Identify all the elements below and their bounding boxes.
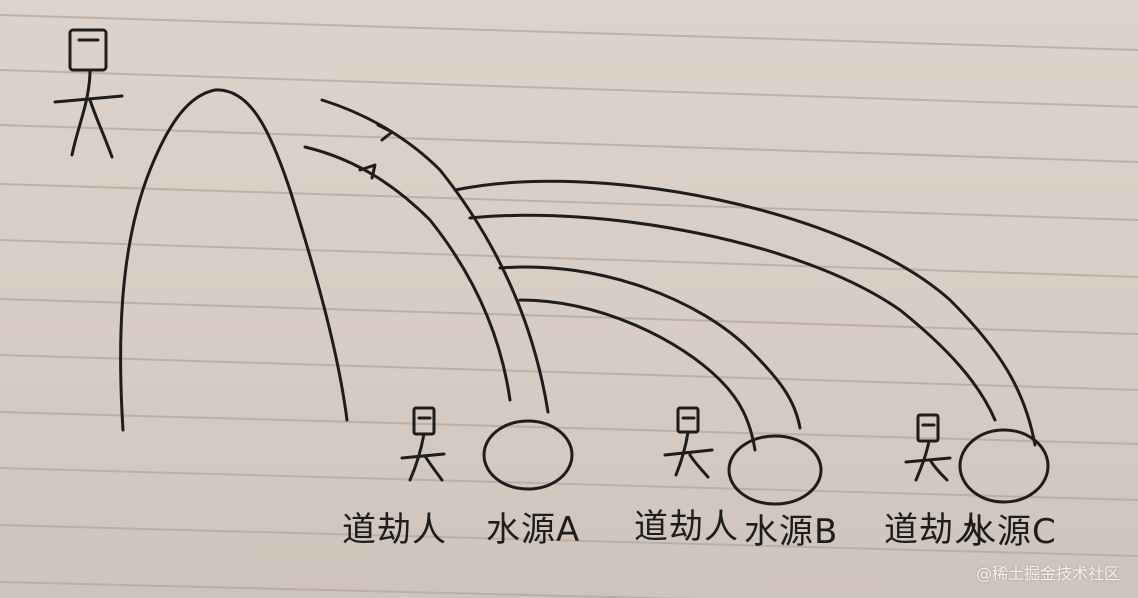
- person-2-label: 道劫人: [634, 507, 739, 547]
- small-person-icon-2: [663, 406, 714, 479]
- small-person-icon-1: [400, 406, 446, 482]
- stream-arc-b-outer: [498, 265, 802, 430]
- large-person-icon: [53, 28, 124, 159]
- stream-arc-a-inner: [303, 145, 512, 402]
- stream-arc-c-outer: [453, 179, 1037, 447]
- stream-arc-a-outer: [320, 98, 550, 414]
- water-source-c-circle: [958, 428, 1050, 504]
- water-source-b-label: 水源B: [744, 512, 839, 552]
- stream-arc-b-inner: [518, 298, 757, 452]
- arrow-mark-a1: [376, 123, 394, 142]
- water-source-a-label: 水源A: [486, 510, 581, 550]
- water-source-b-circle: [727, 434, 823, 506]
- water-source-c-label: 水源C: [962, 512, 1057, 552]
- water-source-a-circle: [482, 419, 574, 491]
- person-1-label: 道劫人: [342, 510, 447, 550]
- stream-arc-c-inner: [468, 213, 997, 422]
- person-3-label: 道劫人: [884, 510, 989, 550]
- watermark: @稀土掘金技术社区: [975, 564, 1120, 583]
- small-person-icon-3: [904, 413, 952, 482]
- arrow-mark-a2: [358, 163, 377, 180]
- mountain-shape: [119, 88, 349, 432]
